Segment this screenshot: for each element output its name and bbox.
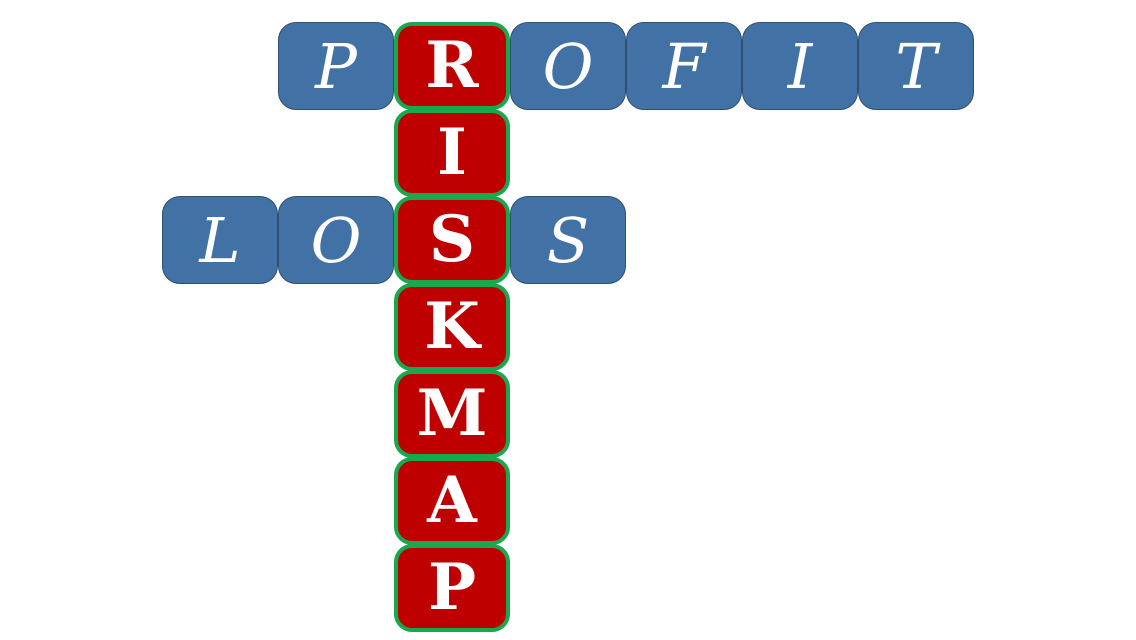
tile-profit-f: F	[626, 22, 742, 110]
tile-letter: R	[425, 28, 479, 103]
tile-letter: A	[427, 463, 477, 538]
tile-loss-s: S	[510, 196, 626, 284]
tile-riskmap-a: A	[394, 457, 510, 545]
tile-profit-p: P	[278, 22, 394, 110]
tile-letter: L	[199, 204, 241, 277]
tile-riskmap-k: K	[394, 283, 510, 371]
tile-letter: M	[416, 376, 488, 451]
tile-letter: I	[787, 30, 813, 103]
tile-profit-i: I	[742, 22, 858, 110]
tile-profit-t: T	[858, 22, 974, 110]
tile-letter: K	[424, 289, 480, 364]
tile-riskmap-s: S	[394, 196, 510, 284]
tile-letter: I	[437, 115, 467, 190]
tile-riskmap-i: I	[394, 109, 510, 197]
tile-letter: S	[428, 202, 476, 277]
tile-letter: S	[546, 204, 590, 277]
tile-riskmap-m: M	[394, 370, 510, 458]
tile-loss-o: O	[278, 196, 394, 284]
tile-riskmap-r: R	[394, 22, 510, 110]
tile-letter: F	[662, 30, 706, 103]
tile-letter: O	[542, 30, 594, 103]
tile-letter: O	[310, 204, 362, 277]
tile-letter: P	[427, 550, 477, 625]
tile-profit-o: O	[510, 22, 626, 110]
tile-letter: T	[895, 30, 937, 103]
tile-riskmap-p: P	[394, 544, 510, 632]
tile-loss-l: L	[162, 196, 278, 284]
tile-letter: P	[315, 30, 357, 103]
